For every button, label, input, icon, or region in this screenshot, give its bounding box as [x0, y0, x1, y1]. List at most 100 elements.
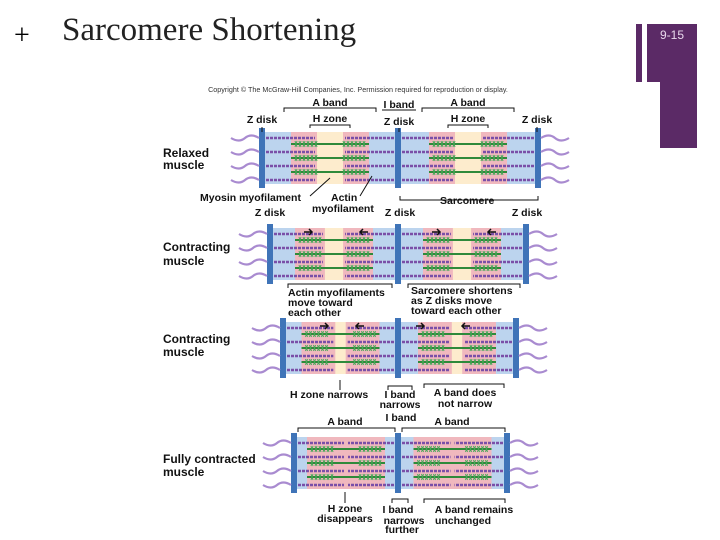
- z-disk: [291, 433, 297, 493]
- z-disk: [513, 318, 519, 378]
- annotation-z-disk-mid: Z disk: [384, 116, 415, 128]
- myosin-heads: [305, 358, 376, 366]
- myosin-heads: [432, 140, 504, 148]
- myosin-heads: [417, 473, 488, 481]
- actin-tail: [540, 134, 570, 142]
- z-disk: [504, 433, 510, 493]
- panel-3-label: muscle: [163, 345, 205, 359]
- annotation-h-disappear-2: disappears: [317, 513, 373, 525]
- annotation-a-remains-2: unchanged: [435, 515, 491, 527]
- myosin-heads: [310, 445, 382, 453]
- panel-4-label: muscle: [163, 465, 205, 479]
- myosin-heads: [432, 168, 504, 176]
- annotation-a-band-1: A band: [312, 97, 347, 109]
- myosin-heads: [417, 459, 488, 467]
- annotation-h-disappear-1: H zone: [328, 503, 363, 515]
- actin-tail: [238, 230, 268, 238]
- annotation-a-remains-1: A band remains: [435, 504, 514, 516]
- actin-tail: [509, 453, 539, 461]
- actin-tail: [262, 481, 292, 489]
- annotation-a-band-2: A band: [434, 416, 469, 428]
- myosin-heads: [298, 236, 370, 244]
- muscle-panel-4: [262, 433, 539, 493]
- actin-tail: [540, 176, 570, 184]
- actin-tail: [230, 134, 260, 142]
- accent-bar-lower: [660, 82, 697, 148]
- actin-tail: [540, 148, 570, 156]
- actin-tail: [238, 258, 268, 266]
- annotation-actin-move-2: move toward: [288, 297, 353, 309]
- z-disk: [259, 128, 265, 188]
- myosin-heads: [294, 154, 366, 162]
- z-disk: [523, 224, 529, 284]
- actin-tail: [528, 272, 558, 280]
- diagram-labels: RelaxedmuscleContractingmuscleContractin…: [163, 97, 552, 536]
- muscle-panel-1: [230, 128, 570, 188]
- z-disk: [535, 128, 541, 188]
- actin-tail: [509, 481, 539, 489]
- muscle-panel-3: [251, 318, 548, 378]
- annotation-actin-2: myofilament: [312, 203, 374, 215]
- myosin-heads: [421, 358, 493, 366]
- myosin-heads: [305, 344, 376, 352]
- movement-arrow: [460, 322, 470, 330]
- actin-tail: [518, 352, 548, 360]
- accent-bar: [647, 24, 697, 82]
- z-disk: [395, 318, 401, 378]
- z-disk: [395, 128, 401, 188]
- actin-tail: [540, 162, 570, 170]
- actin-tail: [262, 467, 292, 475]
- movement-arrow: [354, 322, 364, 330]
- muscle-panel-2: [238, 224, 558, 284]
- myosin-heads: [310, 473, 382, 481]
- annotation-z-disk-mid: Z disk: [385, 207, 416, 219]
- annotation-a-band-1: A band: [327, 416, 362, 428]
- annotation-a-band-2: A band: [450, 97, 485, 109]
- annotation-actin-1: Actin: [331, 192, 357, 204]
- annotation-z-disk-left: Z disk: [247, 114, 278, 126]
- myosin-heads: [426, 264, 498, 272]
- annotation-sarc-short-1: Sarcomere shortens: [411, 285, 513, 297]
- myosin-heads: [310, 459, 382, 467]
- bullet-plus: +: [14, 20, 30, 51]
- actin-tail: [238, 272, 268, 280]
- actin-tail: [230, 148, 260, 156]
- annotation-actin-move-1: Actin myofilaments: [288, 287, 385, 299]
- movement-arrow: [432, 228, 442, 236]
- actin-tail: [528, 258, 558, 266]
- actin-tail: [251, 366, 281, 374]
- actin-tail: [251, 324, 281, 332]
- panel-1-label: muscle: [163, 158, 205, 172]
- myosin-heads: [421, 330, 493, 338]
- z-disk: [267, 224, 273, 284]
- actin-tail: [518, 324, 548, 332]
- actin-tail: [251, 338, 281, 346]
- actin-tail: [262, 439, 292, 447]
- actin-tail: [238, 244, 268, 252]
- actin-tail: [528, 230, 558, 238]
- annotation-a-not-2: not narrow: [438, 398, 493, 410]
- annotation-actin-move-3: each other: [288, 307, 341, 319]
- panel-2-label: muscle: [163, 254, 205, 268]
- slide-number: 9-15: [659, 28, 685, 42]
- actin-tail: [518, 366, 548, 374]
- annotation-h-zone-1: H zone: [313, 113, 348, 125]
- movement-arrow: [304, 228, 314, 236]
- movement-arrow: [320, 322, 330, 330]
- panel-1-label: Relaxed: [163, 146, 209, 160]
- panel-2-label: Contracting: [163, 240, 230, 254]
- annotation-a-not-1: A band does: [434, 387, 497, 399]
- leader-lines: [261, 107, 539, 503]
- annotation-h-narrows: H zone narrows: [290, 389, 368, 401]
- annotation-i-narrows-1: I band: [385, 389, 416, 401]
- z-disk: [280, 318, 286, 378]
- annotation-z-disk-right: Z disk: [512, 207, 543, 219]
- slide-title: Sarcomere Shortening: [62, 12, 357, 48]
- myosin-heads: [294, 140, 366, 148]
- annotation-sarc-short-3: toward each other: [411, 305, 501, 317]
- annotation-sarcomere: Sarcomere: [440, 195, 494, 207]
- myosin-heads: [294, 168, 366, 176]
- myosin-heads: [298, 264, 370, 272]
- myosin-heads: [421, 344, 493, 352]
